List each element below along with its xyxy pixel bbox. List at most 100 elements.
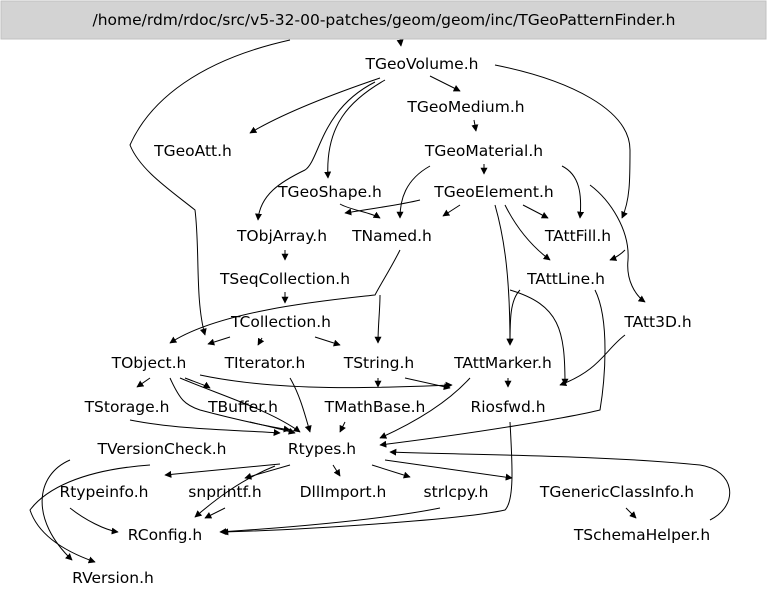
node-label-tattfill: TAttFill.h (544, 227, 611, 245)
node-tattfill[interactable]: TAttFill.h (544, 227, 611, 245)
node-tattline[interactable]: TAttLine.h (526, 270, 605, 288)
node-riosfwd[interactable]: Riosfwd.h (470, 398, 545, 416)
node-label-tgeoelement: TGeoElement.h (433, 183, 553, 201)
edge-strlcpy-rconfig (219, 507, 441, 536)
edge-tattline-rtypes (379, 289, 606, 448)
node-tnamed[interactable]: TNamed.h (351, 227, 432, 245)
edge-tgeovolume-tgeoatt (249, 77, 381, 134)
nodes: /home/rdm/rdoc/src/v5-32-00-patches/geom… (0, 0, 767, 587)
node-label-rconfig: RConfig.h (128, 526, 202, 544)
node-strlcpy[interactable]: strlcpy.h (424, 483, 489, 501)
edge-root-tobject (129, 39, 291, 336)
edge-tschemahelper-rtypes (389, 448, 731, 521)
node-tgenericclassinfo[interactable]: TGenericClassInfo.h (539, 483, 694, 501)
edge-tgeoelement-tatt3d (589, 184, 646, 303)
root-node-label: /home/rdm/rdoc/src/v5-32-00-patches/geom… (92, 11, 675, 29)
node-label-tnamed: TNamed.h (351, 227, 432, 245)
node-label-tgeovolume: TGeoVolume.h (365, 55, 479, 73)
node-tobjarray[interactable]: TObjArray.h (236, 227, 327, 245)
node-tversioncheck[interactable]: TVersionCheck.h (97, 440, 227, 458)
edge-tgeoelement-tobjarray (344, 199, 421, 216)
edge-tgeomaterial-tnamed (396, 165, 431, 219)
node-tgeoshape[interactable]: TGeoShape.h (277, 183, 382, 201)
edge-snprintf-rconfig (204, 507, 226, 519)
edge-rtypes-strlcpy (371, 464, 411, 479)
edge-rtypes-rversion (29, 464, 151, 564)
node-tgeoatt[interactable]: TGeoAtt.h (153, 142, 232, 160)
edge-tnamed-tobject (169, 249, 401, 344)
edge-rtypes-rconfig (194, 465, 276, 518)
edge-tgeovolume-tgeoshape (324, 79, 386, 179)
node-titerator[interactable]: TIterator.h (224, 354, 306, 372)
edge-tversioncheck-rversion (41, 459, 73, 561)
node-label-tbuffer: TBuffer.h (207, 398, 278, 416)
node-label-tcollection: TCollection.h (230, 313, 331, 331)
node-label-rtypes: Rtypes.h (288, 440, 356, 458)
node-rversion[interactable]: RVersion.h (72, 569, 154, 587)
edge-tcollection-tobject (207, 336, 231, 346)
edge-tattfill-tattline (609, 249, 626, 261)
node-tmathbase[interactable]: TMathBase.h (324, 398, 426, 416)
node-tbuffer[interactable]: TBuffer.h (207, 398, 278, 416)
edge-tgeoelement-tattline (504, 204, 551, 261)
edges (29, 38, 731, 564)
edge-tnamed-tstring (374, 294, 382, 344)
node-label-tgeoatt: TGeoAtt.h (153, 142, 232, 160)
node-dllimport[interactable]: DllImport.h (300, 483, 387, 501)
node-tatt3d[interactable]: TAtt3D.h (623, 313, 691, 331)
node-tattmarker[interactable]: TAttMarker.h (453, 354, 552, 372)
node-rconfig[interactable]: RConfig.h (128, 526, 202, 544)
node-label-tmathbase: TMathBase.h (324, 398, 426, 416)
edge-tstring-riosfwd (404, 377, 451, 391)
edge-root-tgeovolume (396, 38, 404, 47)
node-label-rtypeinfo: Rtypeinfo.h (60, 483, 149, 501)
edge-tattmarker-rtypes (379, 377, 471, 439)
node-label-dllimport: DllImport.h (300, 483, 387, 501)
node-tstorage[interactable]: TStorage.h (84, 398, 170, 416)
edge-tatt3d-riosfwd (559, 334, 626, 387)
node-label-tobject: TObject.h (111, 354, 187, 372)
node-label-tstorage: TStorage.h (84, 398, 170, 416)
edge-riosfwd-rconfig (221, 421, 513, 536)
edge-tattline-tattmarker (506, 289, 521, 346)
edge-rtypeinfo-rconfig (69, 507, 119, 535)
node-rtypes[interactable]: Rtypes.h (288, 440, 356, 458)
node-rtypeinfo[interactable]: Rtypeinfo.h (60, 483, 149, 501)
node-label-tversioncheck: TVersionCheck.h (97, 440, 227, 458)
node-tseqcollection[interactable]: TSeqCollection.h (219, 270, 350, 288)
edge-tobject-riosfwd (199, 374, 453, 389)
node-snprintf[interactable]: snprintf.h (188, 483, 261, 501)
node-label-tatt3d: TAtt3D.h (623, 313, 691, 331)
edge-titerator-rtypes (289, 377, 312, 433)
node-tobject[interactable]: TObject.h (111, 354, 187, 372)
node-label-strlcpy: strlcpy.h (424, 483, 489, 501)
root-node-box (0, 0, 767, 40)
edge-rtypes-tgenericclassinfo (384, 459, 513, 481)
node-label-tobjarray: TObjArray.h (236, 227, 327, 245)
node-tgeovolume[interactable]: TGeoVolume.h (365, 55, 479, 73)
node-label-tschemahelper: TSchemaHelper.h (573, 526, 710, 544)
edge-tgeovolume-tattfill (494, 64, 631, 219)
node-root[interactable]: /home/rdm/rdoc/src/v5-32-00-patches/geom… (0, 0, 767, 40)
node-tgeomaterial[interactable]: TGeoMaterial.h (424, 142, 543, 160)
edge-rtypes-snprintf (244, 464, 291, 480)
edge-tobject-rtypes (179, 377, 301, 433)
node-label-tgeomaterial: TGeoMaterial.h (424, 142, 543, 160)
node-tschemahelper[interactable]: TSchemaHelper.h (573, 526, 710, 544)
edge-tcollection-tstring (314, 336, 341, 347)
node-label-riosfwd: Riosfwd.h (470, 398, 545, 416)
node-tcollection[interactable]: TCollection.h (230, 313, 331, 331)
node-label-snprintf: snprintf.h (188, 483, 261, 501)
node-tgeoelement[interactable]: TGeoElement.h (433, 183, 553, 201)
edge-tgeovolume-tobjarray (255, 81, 376, 221)
edge-tgeomaterial-tattfill (561, 165, 585, 219)
node-label-tstring: TString.h (343, 354, 414, 372)
node-tgeomedium[interactable]: TGeoMedium.h (406, 98, 524, 116)
node-label-tgeomedium: TGeoMedium.h (406, 98, 524, 116)
edge-tgenericclassinfo-tschemahelper (625, 507, 637, 519)
node-tstring[interactable]: TString.h (343, 354, 414, 372)
edge-tgeoelement-tattmarker (494, 204, 514, 346)
edge-tobject-tstorage (136, 377, 151, 388)
edge-rtypes-rtypeinfo (164, 463, 281, 478)
